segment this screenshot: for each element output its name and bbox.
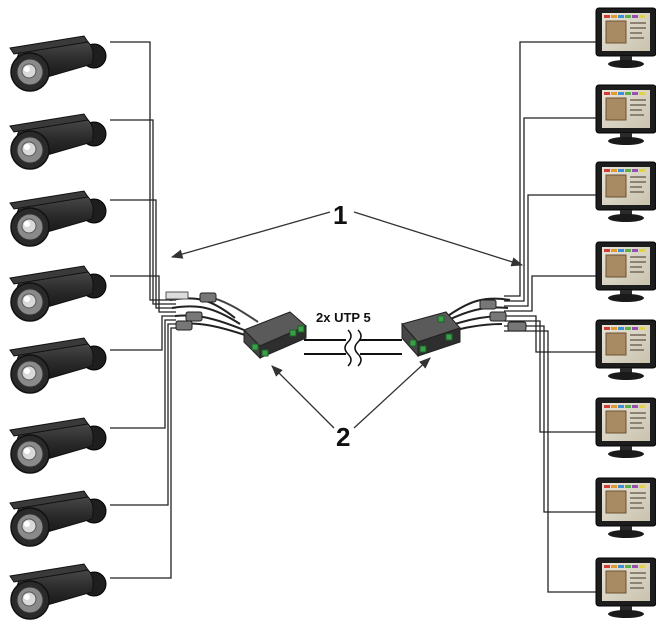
callout-2-group: 2 — [271, 357, 431, 452]
left-video-cables — [110, 41, 176, 579]
lcd-monitor-icon — [595, 84, 656, 145]
cctv-bullet-camera-icon — [9, 490, 107, 547]
cctv-bullet-camera-icon — [9, 417, 107, 474]
cctv-bullet-camera-icon — [9, 337, 107, 394]
lcd-monitor-icon — [595, 477, 656, 538]
utp-cable-link: 2x UTP 5 — [304, 310, 402, 367]
right-transceiver-hub — [401, 311, 461, 358]
camera-column — [9, 35, 107, 620]
lcd-monitor-icon — [595, 397, 656, 458]
lcd-monitor-icon — [595, 7, 656, 68]
callout-2-label: 2 — [336, 422, 350, 452]
cctv-bullet-camera-icon — [9, 113, 107, 170]
cctv-bullet-camera-icon — [9, 265, 107, 322]
lcd-monitor-icon — [595, 557, 656, 618]
callout-1-label: 1 — [333, 200, 347, 230]
lcd-monitor-icon — [595, 161, 656, 222]
left-transceiver-hub — [243, 311, 307, 360]
cctv-bullet-camera-icon — [9, 35, 107, 92]
lcd-monitor-icon — [595, 319, 656, 380]
callout-1-group: 1 — [170, 200, 524, 267]
cctv-bullet-camera-icon — [9, 190, 107, 247]
monitor-column — [595, 7, 656, 618]
lcd-monitor-icon — [595, 241, 656, 302]
cable-label: 2x UTP 5 — [316, 310, 371, 325]
cable-break-icon — [344, 329, 352, 367]
left-balun-fan — [165, 291, 259, 337]
cctv-bullet-camera-icon — [9, 563, 107, 620]
right-video-cables — [504, 41, 596, 593]
